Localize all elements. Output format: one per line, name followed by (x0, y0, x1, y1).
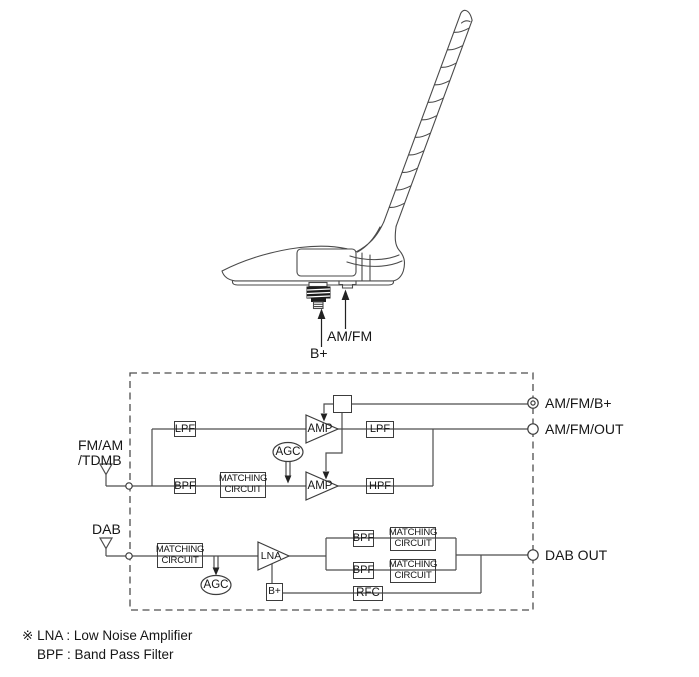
matching-circuit-dab-bottom-box: MATCHING CIRCUIT (388, 559, 438, 583)
module-boundary (129, 372, 534, 611)
amp-triangle-bottom (305, 471, 340, 501)
footnote-line1: LNA : Low Noise Amplifier (37, 628, 193, 643)
antenna-mast (383, 9, 473, 227)
bpf-dab-top-box: BPF (353, 530, 374, 547)
b-plus-junction-box (333, 395, 352, 413)
footnote-line2: BPF : Band Pass Filter (37, 646, 174, 662)
dab-out-connector (527, 549, 539, 561)
amp-triangle-top (305, 414, 340, 444)
dab-out-output-label: DAB OUT (545, 547, 608, 563)
agc-dab-label: AGC (203, 579, 229, 591)
amp-bottom-label: AMP (307, 480, 333, 492)
footnote-marker: ※ (22, 628, 34, 643)
hpf-out-box: HPF (366, 478, 394, 494)
matching-circuit-dab-top-box: MATCHING CIRCUIT (388, 527, 438, 551)
bpf-in-box: BPF (174, 478, 196, 494)
matching-circuit-amfm-box: MATCHING CIRCUIT (219, 472, 267, 498)
antenna-cone (346, 221, 406, 267)
am-fm-out-connector (527, 423, 539, 435)
dab-input-label: DAB (92, 521, 121, 537)
antenna-mast-tip-notch (460, 20, 471, 24)
am-fm-connector (338, 280, 357, 289)
lna-triangle (257, 541, 291, 571)
am-fm-callout-label: AM/FM (327, 328, 373, 344)
antenna-base (221, 245, 406, 286)
dab-antenna-symbol-icon (98, 537, 114, 556)
antenna-mast-ribs (388, 27, 470, 208)
rfc-box: RFC (353, 586, 383, 601)
b-plus-supply-box: B+ (266, 583, 283, 601)
am-fm-b-plus-output-label: AM/FM/B+ (545, 395, 612, 411)
fm-am-input-line1: FM/AM (78, 437, 124, 453)
b-plus-connector (306, 281, 331, 310)
dab-input-node (125, 552, 133, 560)
antenna-illustration (221, 9, 473, 310)
fm-am-antenna-symbol-icon (98, 463, 114, 486)
antenna-base-panel (296, 248, 357, 277)
lna-label: LNA (260, 550, 282, 562)
wire-arrowheads (212, 413, 330, 576)
b-plus-callout-label: B+ (310, 345, 328, 361)
fm-am-input-label: FM/AM/TDMB (78, 438, 123, 467)
agc-ellipse-amfm (272, 441, 304, 463)
am-fm-out-output-label: AM/FM/OUT (545, 421, 624, 437)
lpf-out-box: LPF (366, 421, 394, 438)
agc-ellipse-dab (200, 574, 232, 596)
matching-circuit-dab-in-box: MATCHING CIRCUIT (156, 543, 204, 568)
bpf-dab-bottom-box: BPF (353, 562, 374, 579)
fm-am-input-node (125, 482, 133, 490)
callout-arrows (317, 289, 350, 347)
diagram-wires (98, 403, 528, 594)
agc-amfm-label: AGC (275, 446, 301, 458)
amp-top-label: AMP (307, 423, 333, 435)
footnote: ※ LNA : Low Noise Amplifier BPF : Band P… (22, 627, 192, 664)
lpf-in-box: LPF (174, 421, 196, 437)
am-fm-b-plus-connector-inner (530, 400, 536, 406)
fm-am-input-line2: /TDMB (78, 451, 122, 468)
